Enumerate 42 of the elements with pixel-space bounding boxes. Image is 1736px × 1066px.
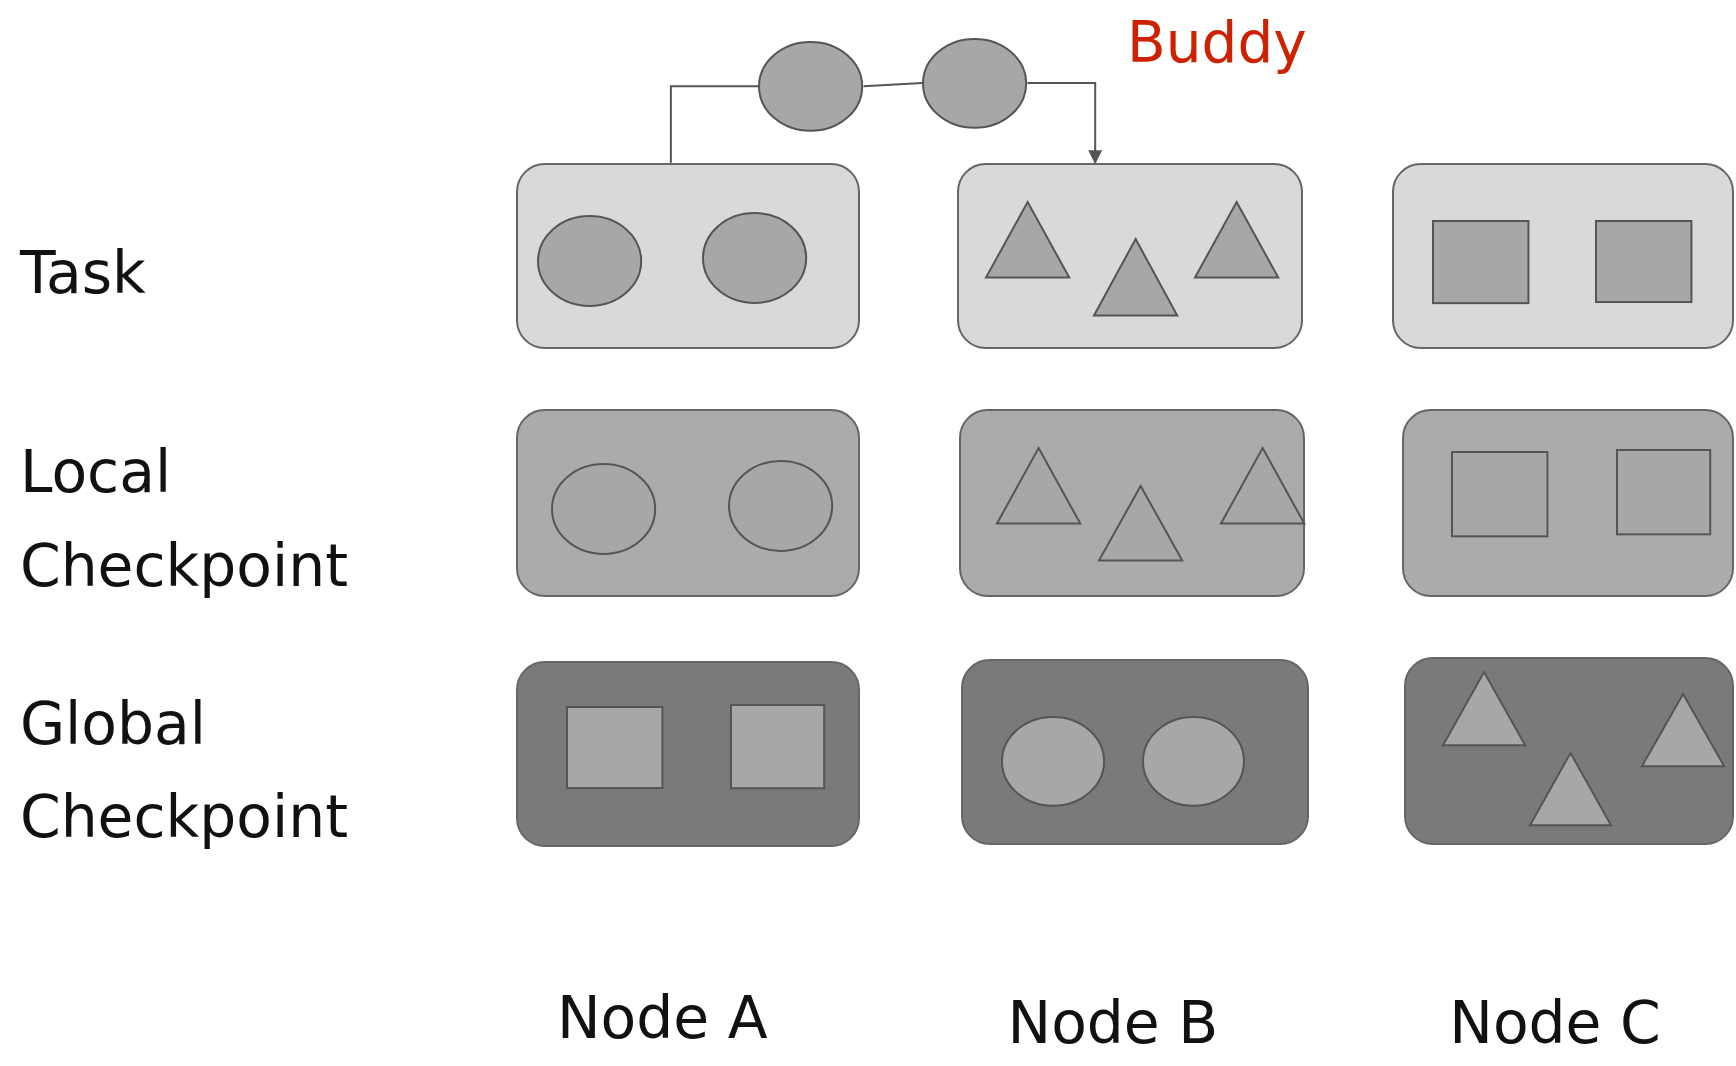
square-shape: [1616, 449, 1712, 536]
rounded-panel: [515, 162, 861, 349]
ellipse-shape: [701, 212, 807, 305]
column-label: Node A: [556, 983, 768, 1054]
rounded-panel: [1403, 656, 1734, 845]
triangle-shape: [1098, 484, 1184, 562]
rounded-panel: [1391, 162, 1734, 349]
ellipse-shape: [536, 214, 642, 307]
connector-arrow: [1026, 82, 1103, 165]
triangle-shape: [1092, 237, 1178, 317]
triangle-shape: [985, 201, 1071, 279]
ellipse-shape: [728, 460, 834, 553]
triangle-shape: [1640, 692, 1725, 767]
ellipse-shape: [551, 462, 657, 555]
row-label: Local Checkpoint: [19, 437, 350, 602]
ellipse-shape: [758, 40, 864, 132]
rounded-panel: [515, 660, 861, 847]
connector-line: [862, 82, 924, 88]
row-label: Task: [19, 238, 146, 309]
rounded-panel: [1401, 408, 1734, 597]
triangle-shape: [1219, 447, 1306, 525]
square-shape: [1451, 451, 1549, 538]
square-shape: [1595, 220, 1693, 304]
triangle-shape: [1442, 670, 1527, 746]
row-label: Global Checkpoint: [19, 688, 350, 853]
rounded-panel: [961, 658, 1309, 845]
triangle-shape: [1194, 201, 1280, 279]
square-shape: [565, 706, 663, 790]
ellipse-shape: [1142, 716, 1246, 807]
triangle-shape: [996, 447, 1082, 525]
connector-line: [669, 85, 760, 164]
rounded-panel: [958, 408, 1306, 597]
square-shape: [1432, 220, 1530, 305]
ellipse-shape: [922, 37, 1028, 129]
rounded-panel: [956, 162, 1304, 349]
square-shape: [730, 703, 826, 790]
rounded-panel: [515, 408, 861, 597]
triangle-shape: [1528, 751, 1612, 826]
column-label: Node B: [1007, 987, 1219, 1058]
ellipse-shape: [1000, 716, 1105, 807]
buddy-label: Buddy: [1127, 8, 1307, 77]
column-label: Node C: [1449, 987, 1661, 1058]
